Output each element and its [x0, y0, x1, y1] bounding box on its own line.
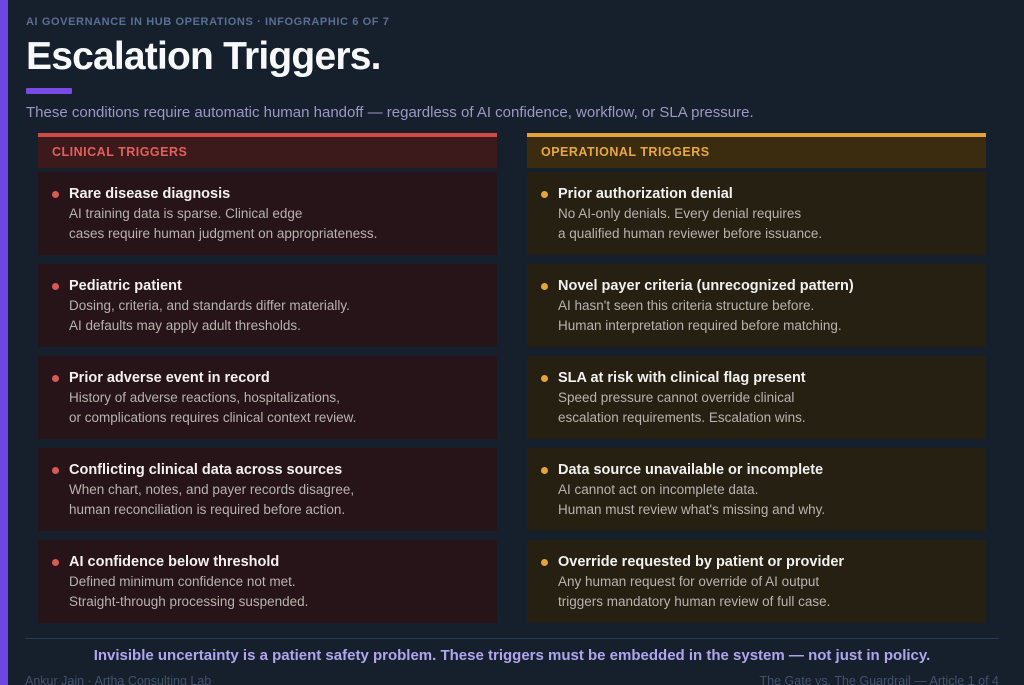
- trigger-description: When chart, notes, and payer records dis…: [69, 480, 483, 519]
- trigger-title: AI confidence below threshold: [69, 554, 280, 570]
- trigger-description-line: cases require human judgment on appropri…: [69, 225, 378, 241]
- trigger-description: AI cannot act on incomplete data. Human …: [558, 480, 972, 519]
- trigger-description-line: human reconciliation is required before …: [69, 501, 346, 517]
- page-title: Escalation Triggers.: [26, 35, 381, 78]
- page-header: AI GOVERNANCE IN HUB OPERATIONS · INFOGR…: [0, 0, 1024, 122]
- trigger-card-rare-disease: Rare disease diagnosis AI training data …: [38, 172, 497, 255]
- trigger-description-line: Human interpretation required before mat…: [558, 317, 842, 333]
- trigger-title: Pediatric patient: [69, 278, 182, 294]
- bullet-dot-icon: [52, 466, 59, 474]
- trigger-card-novel-payer-criteria: Novel payer criteria (unrecognized patte…: [527, 264, 986, 347]
- operational-column-header: OPERATIONAL TRIGGERS: [527, 133, 986, 168]
- clinical-card-list: Rare disease diagnosis AI training data …: [38, 172, 497, 623]
- trigger-description-line: Any human request for override of AI out…: [558, 574, 820, 589]
- trigger-description-line: Speed pressure cannot override clinical: [558, 390, 795, 405]
- trigger-description: Speed pressure cannot override clinical …: [558, 388, 972, 427]
- trigger-description-line: No AI-only denials. Every denial require…: [558, 206, 802, 221]
- footer-message: Invisible uncertainty is a patient safet…: [93, 647, 931, 664]
- trigger-title: Conflicting clinical data across sources: [69, 462, 343, 478]
- bullet-dot-icon: [52, 190, 59, 198]
- trigger-description: Defined minimum confidence not met. Stra…: [69, 572, 483, 611]
- trigger-card-prior-adverse-event: Prior adverse event in record History of…: [38, 356, 497, 439]
- trigger-card-ai-confidence: AI confidence below threshold Defined mi…: [38, 540, 497, 623]
- bullet-dot-icon: [541, 558, 548, 566]
- trigger-description-line: Human must review what's missing and why…: [558, 501, 826, 517]
- eyebrow-label: AI GOVERNANCE IN HUB OPERATIONS · INFOGR…: [26, 16, 390, 28]
- trigger-card-override-requested: Override requested by patient or provide…: [527, 540, 986, 623]
- trigger-title: Override requested by patient or provide…: [558, 554, 845, 570]
- clinical-column-header: CLINICAL TRIGGERS: [38, 133, 497, 168]
- trigger-title: Data source unavailable or incomplete: [558, 462, 824, 478]
- trigger-title: Prior authorization denial: [558, 186, 733, 202]
- trigger-title: Novel payer criteria (unrecognized patte…: [558, 278, 854, 294]
- trigger-card-conflicting-data: Conflicting clinical data across sources…: [38, 448, 497, 531]
- trigger-description-line: AI hasn't seen this criteria structure b…: [558, 298, 815, 313]
- trigger-description: History of adverse reactions, hospitaliz…: [69, 388, 483, 427]
- bullet-dot-icon: [541, 466, 548, 474]
- bullet-dot-icon: [541, 282, 548, 290]
- trigger-description: AI training data is sparse. Clinical edg…: [69, 204, 483, 243]
- page-subtitle: These conditions require automatic human…: [26, 104, 754, 121]
- column-operational-triggers: OPERATIONAL TRIGGERS Prior authorization…: [527, 133, 986, 623]
- trigger-description-line: or complications requires clinical conte…: [69, 409, 357, 425]
- trigger-card-data-source-unavailable: Data source unavailable or incomplete AI…: [527, 448, 986, 531]
- trigger-description-line: Defined minimum confidence not met.: [69, 574, 296, 589]
- trigger-card-pediatric-patient: Pediatric patient Dosing, criteria, and …: [38, 264, 497, 347]
- trigger-title: Prior adverse event in record: [69, 370, 270, 386]
- operational-card-list: Prior authorization denial No AI-only de…: [527, 172, 986, 623]
- footer-series: The Gate vs. The Guardrail — Article 1 o…: [759, 674, 999, 685]
- trigger-description-line: escalation requirements. Escalation wins…: [558, 409, 806, 425]
- trigger-description-line: a qualified human reviewer before issuan…: [558, 225, 823, 241]
- trigger-card-sla-at-risk: SLA at risk with clinical flag present S…: [527, 356, 986, 439]
- left-accent-stripe: [0, 0, 8, 685]
- trigger-description-line: Dosing, criteria, and standards differ m…: [69, 298, 350, 313]
- trigger-description: AI hasn't seen this criteria structure b…: [558, 296, 972, 335]
- column-clinical-triggers: CLINICAL TRIGGERS Rare disease diagnosis…: [38, 133, 497, 623]
- trigger-description-line: AI defaults may apply adult thresholds.: [69, 317, 301, 333]
- trigger-title: SLA at risk with clinical flag present: [558, 370, 806, 386]
- trigger-title: Rare disease diagnosis: [69, 186, 231, 202]
- trigger-card-prior-auth-denial: Prior authorization denial No AI-only de…: [527, 172, 986, 255]
- footer-divider: [25, 638, 999, 639]
- trigger-description-line: When chart, notes, and payer records dis…: [69, 482, 355, 497]
- trigger-description-line: Straight-through processing suspended.: [69, 593, 309, 609]
- trigger-description-line: triggers mandatory human review of full …: [558, 593, 831, 609]
- trigger-description: No AI-only denials. Every denial require…: [558, 204, 972, 243]
- trigger-columns: CLINICAL TRIGGERS Rare disease diagnosis…: [38, 133, 986, 623]
- bullet-dot-icon: [52, 282, 59, 290]
- trigger-description: Any human request for override of AI out…: [558, 572, 972, 611]
- footer-author: Ankur Jain · Artha Consulting Lab: [25, 674, 212, 685]
- trigger-description-line: AI cannot act on incomplete data.: [558, 482, 759, 497]
- title-underline: [26, 88, 72, 94]
- bullet-dot-icon: [541, 374, 548, 382]
- page-footer: Invisible uncertainty is a patient safet…: [25, 638, 999, 685]
- bullet-dot-icon: [541, 190, 548, 198]
- trigger-description-line: History of adverse reactions, hospitaliz…: [69, 390, 340, 405]
- bullet-dot-icon: [52, 558, 59, 566]
- trigger-description-line: AI training data is sparse. Clinical edg…: [69, 206, 303, 221]
- footer-credits: Ankur Jain · Artha Consulting Lab The Ga…: [25, 674, 999, 685]
- bullet-dot-icon: [52, 374, 59, 382]
- trigger-description: Dosing, criteria, and standards differ m…: [69, 296, 483, 335]
